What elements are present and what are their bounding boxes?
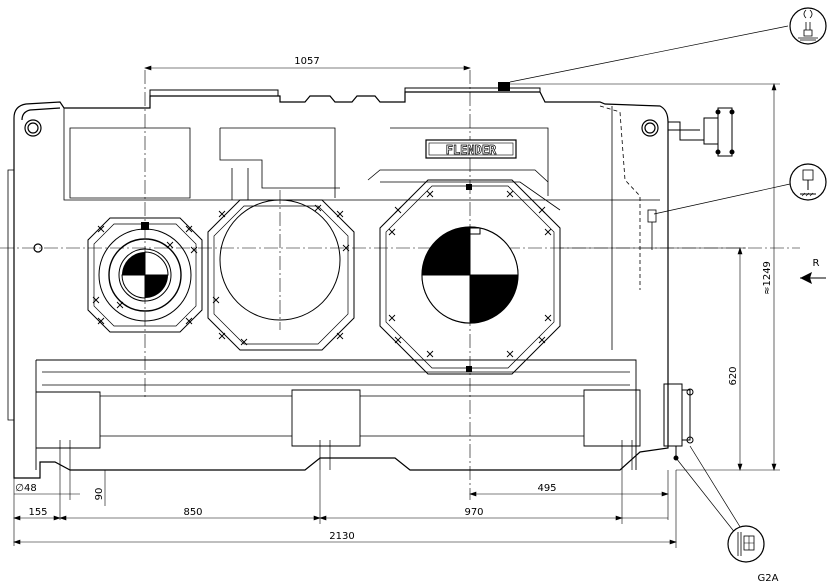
bolt-cross [394, 336, 402, 344]
dim-shaft-height: 620 [728, 366, 739, 385]
input-shaft-cover [87, 217, 203, 333]
oil-drain-icon [727, 525, 765, 563]
housing-outline [7, 87, 669, 479]
bolt-cross [166, 241, 174, 249]
dim-left-edge: 155 [28, 507, 47, 518]
bolt-cross [190, 246, 198, 254]
brand-plate: FLENDER [425, 139, 517, 159]
bolt-cross [388, 314, 396, 322]
bolt-cross [426, 190, 434, 198]
bolt-cross [212, 296, 220, 304]
bolt-cross [92, 296, 100, 304]
dim-right-span: 970 [464, 507, 483, 518]
dim-bolt-hole: ∅48 [15, 483, 36, 494]
bolt-cross [544, 228, 552, 236]
drain-fitting [663, 383, 694, 461]
oil-pipe-fitting [668, 107, 735, 157]
bolt-cross [544, 314, 552, 322]
dipstick [647, 209, 657, 250]
bolt-cross [336, 332, 344, 340]
bolt-cross [388, 228, 396, 236]
bolt-cross [394, 206, 402, 214]
bolt-marks [92, 190, 552, 358]
vent-filter-icon [789, 7, 827, 45]
bolt-cross [185, 225, 193, 233]
bolt-cross [97, 317, 105, 325]
bolt-cross [538, 206, 546, 214]
bolt-cross [506, 350, 514, 358]
dim-total-length: 2130 [329, 531, 354, 542]
bolt-cross [218, 210, 226, 218]
view-arrow: R [800, 258, 826, 284]
dim-left-span: 850 [183, 507, 202, 518]
oil-level-dipstick-icon [789, 163, 827, 201]
bolt-cross [116, 301, 124, 309]
bolt-cross [342, 244, 350, 252]
leader-lines [509, 25, 791, 535]
bolt-cross [314, 204, 322, 212]
dim-total-height: ≈1249 [762, 261, 773, 295]
bolt-cross [336, 210, 344, 218]
bolt-cross [426, 350, 434, 358]
bolt-cross [185, 317, 193, 325]
bolt-cross [240, 338, 248, 346]
drain-label: G2A [758, 573, 779, 584]
dim-foot-thickness: 90 [94, 488, 105, 501]
bolt-cross [538, 336, 546, 344]
breather-plug [498, 82, 510, 91]
dim-shaft-spacing: 1057 [294, 56, 319, 67]
bolt-cross [97, 225, 105, 233]
bolt-cross [506, 190, 514, 198]
dimension-lines [13, 65, 780, 548]
intermediate-shaft-cover [207, 199, 355, 351]
brand-label: FLENDER [446, 143, 497, 157]
output-shaft-cover [379, 179, 561, 375]
view-marker-label: R [813, 258, 820, 269]
bolt-cross [218, 332, 226, 340]
dim-right-offset: 495 [537, 483, 556, 494]
